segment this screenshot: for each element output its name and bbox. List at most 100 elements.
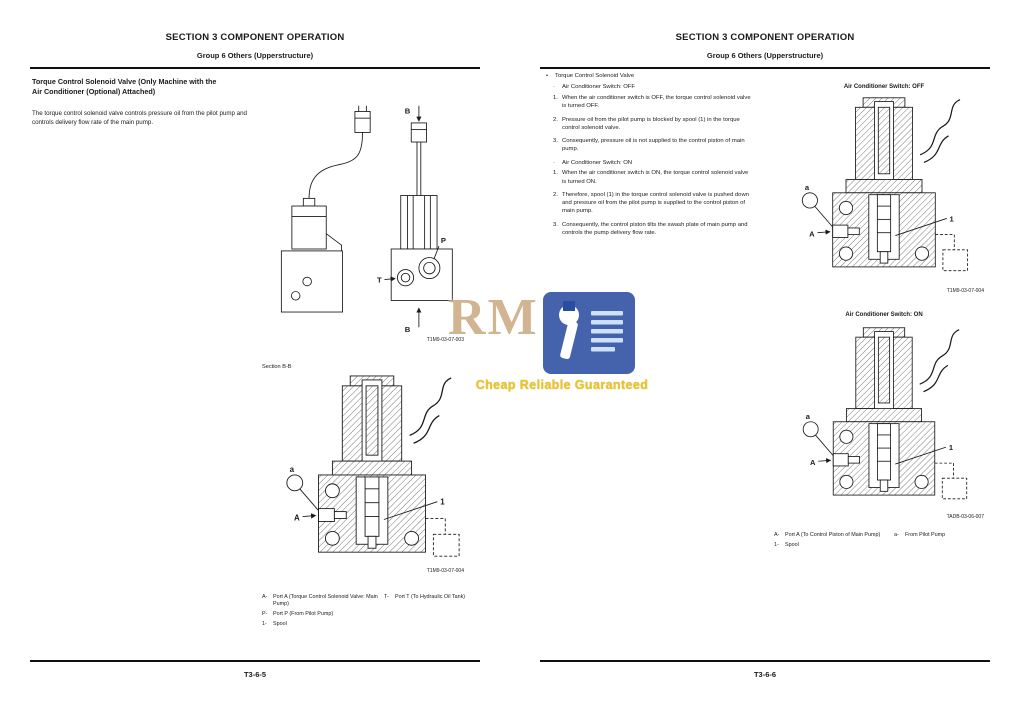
watermark-tagline: Cheap Reliable Guaranteed bbox=[475, 378, 649, 392]
list-item-text: Therefore, spool (1) in the torque contr… bbox=[562, 191, 749, 215]
list-item-number: 1. bbox=[553, 95, 558, 102]
label-section-b-top: B bbox=[405, 106, 411, 115]
legend-key: T- bbox=[384, 594, 389, 600]
legend-text: Spool bbox=[273, 620, 287, 627]
label-port-t: T bbox=[377, 275, 382, 284]
list-item-text: Torque Control Solenoid Valve bbox=[555, 73, 635, 79]
group-subheader: Group 6 Others (Upperstructure) bbox=[706, 51, 824, 60]
header-rule bbox=[540, 67, 990, 69]
label-datum-a: a bbox=[805, 183, 810, 192]
section-header: SECTION 3 COMPONENT OPERATION bbox=[675, 32, 855, 43]
list-item: 1. When the air conditioner switch is OF… bbox=[546, 94, 751, 111]
list-item-text: When the air conditioner switch is OFF, … bbox=[562, 95, 751, 110]
figure-column: Air Conditioner Switch: OFF a A 1 T1M9-0… bbox=[774, 80, 990, 640]
list-item: 2. Pressure oil from the pilot pump is b… bbox=[546, 116, 751, 133]
figure-title-on: Air Conditioner Switch: ON bbox=[845, 312, 923, 318]
figure-caption: T1M9-03-07-003 bbox=[426, 337, 464, 343]
list-item: 3. Consequently, pressure oil is not sup… bbox=[546, 137, 751, 154]
section-header: SECTION 3 COMPONENT OPERATION bbox=[165, 32, 345, 43]
legend-column: T- Port T (To Hydraulic Oil Tank) bbox=[384, 594, 480, 631]
legend-text: Port P (From Pilot Pump) bbox=[273, 611, 334, 618]
list-item-text: Pressure oil from the pilot pump is bloc… bbox=[562, 116, 740, 131]
figure-title-off: Air Conditioner Switch: OFF bbox=[843, 84, 925, 90]
list-item-number: 2. bbox=[553, 191, 558, 198]
legend-key: a- bbox=[894, 532, 899, 538]
legend-column: a- From Pilot Pump bbox=[894, 532, 988, 552]
figure-valve-on: a A 1 bbox=[802, 327, 968, 500]
figure-valve-off: a A 1 bbox=[801, 97, 969, 272]
legend-entry: A- Port A (Torque Control Solenoid Valve… bbox=[262, 594, 384, 609]
watermark-letter-r: R bbox=[448, 289, 486, 346]
list-item-number: 1. bbox=[553, 170, 558, 177]
label-port-p: P bbox=[441, 236, 446, 245]
label-spool-1: 1 bbox=[950, 214, 955, 223]
legend-key: A- bbox=[262, 594, 268, 600]
legend-key: 1- bbox=[262, 620, 267, 627]
page-number: T3-6-5 bbox=[243, 670, 267, 679]
legend-key: 1- bbox=[774, 541, 779, 548]
list-item-text: When the air conditioner switch is ON, t… bbox=[562, 170, 749, 185]
list-item: 1. When the air conditioner switch is ON… bbox=[546, 169, 751, 186]
legend-entry: a- From Pilot Pump bbox=[894, 532, 988, 539]
figure-caption: TADB-03-06-007 bbox=[946, 514, 984, 520]
list-item-text: Air Conditioner Switch: OFF bbox=[562, 84, 636, 91]
list-item-number: 2. bbox=[553, 116, 558, 123]
list-item: · Air Conditioner Switch: ON bbox=[546, 159, 751, 167]
list-item-text: Air Conditioner Switch: ON bbox=[562, 159, 633, 166]
header-rule bbox=[30, 67, 480, 69]
legend-key: A- bbox=[774, 532, 780, 538]
watermark-letter-m: M bbox=[487, 289, 537, 346]
list-item-number: 3. bbox=[553, 221, 558, 228]
manual-page-right: SECTION 3 COMPONENT OPERATION Group 6 Ot… bbox=[540, 24, 990, 700]
legend-text: Port A (Torque Control Solenoid Valve: M… bbox=[273, 594, 378, 608]
group-subheader: Group 6 Others (Upperstructure) bbox=[196, 51, 314, 60]
figure-legend: A- Port A (To Control Piston of Main Pum… bbox=[774, 532, 990, 552]
list-item: 3. Consequently, the control piston tilt… bbox=[546, 221, 751, 238]
legend-entry: 1- Spool bbox=[774, 542, 894, 549]
label-spool-1: 1 bbox=[949, 443, 953, 452]
legend-entry: 1- Spool bbox=[262, 621, 384, 628]
label-section-b-bottom: B bbox=[405, 325, 411, 334]
watermark-logo-box bbox=[542, 292, 635, 374]
footer-rule bbox=[30, 660, 480, 662]
label-port-a: A bbox=[810, 458, 816, 467]
watermark-logo-row: R M bbox=[448, 292, 676, 374]
figure-solenoid-valve-views: B B P T bbox=[280, 105, 453, 334]
figure-section-bb-crosssection: a A 1 bbox=[286, 375, 460, 557]
manual-page-left: SECTION 3 COMPONENT OPERATION Group 6 Ot… bbox=[30, 24, 480, 700]
operation-description-list: • Torque Control Solenoid Valve · Air Co… bbox=[546, 72, 751, 242]
list-item-text: Consequently, the control piston tilts t… bbox=[562, 221, 748, 236]
label-datum-a: a bbox=[290, 465, 295, 474]
legend-entry: P- Port P (From Pilot Pump) bbox=[262, 611, 384, 618]
legend-entry: A- Port A (To Control Piston of Main Pum… bbox=[774, 532, 894, 539]
watermark: R M Cheap Reliable Guaranteed bbox=[448, 292, 676, 393]
legend-text: From Pilot Pump bbox=[905, 532, 946, 538]
list-item: 2. Therefore, spool (1) in the torque co… bbox=[546, 191, 751, 216]
label-port-a: A bbox=[809, 230, 815, 239]
legend-entry: T- Port T (To Hydraulic Oil Tank) bbox=[384, 594, 480, 601]
topic-body-text: The torque control solenoid valve contro… bbox=[32, 110, 247, 126]
legend-text: Spool bbox=[785, 541, 799, 548]
list-item: · Air Conditioner Switch: OFF bbox=[546, 83, 751, 91]
list-item-number: 3. bbox=[553, 138, 558, 145]
figure-caption: T1M9-03-07-004 bbox=[426, 568, 464, 574]
footer-rule bbox=[540, 660, 990, 662]
list-item: • Torque Control Solenoid Valve bbox=[546, 72, 751, 80]
legend-text: Port T (To Hydraulic Oil Tank) bbox=[395, 594, 466, 600]
list-item-text: Consequently, pressure oil is not suppli… bbox=[562, 138, 745, 153]
legend-key: P- bbox=[262, 611, 268, 618]
section-bb-label: Section B-B bbox=[262, 364, 292, 370]
figure-legend: A- Port A (Torque Control Solenoid Valve… bbox=[262, 594, 480, 631]
wrench-icon bbox=[558, 301, 623, 360]
topic-heading: Torque Control Solenoid Valve (Only Mach… bbox=[32, 77, 217, 96]
bullet-glyph: · bbox=[553, 84, 555, 91]
label-port-a: A bbox=[294, 514, 300, 523]
valve-external-drawing bbox=[280, 105, 453, 328]
legend-column: A- Port A (To Control Piston of Main Pum… bbox=[774, 532, 894, 552]
bullet-glyph: • bbox=[546, 73, 549, 79]
bullet-glyph: · bbox=[553, 159, 555, 166]
figure-caption: T1M9-03-07-004 bbox=[946, 288, 984, 294]
label-datum-a: a bbox=[806, 412, 811, 421]
label-spool-1: 1 bbox=[440, 498, 445, 507]
legend-column: A- Port A (Torque Control Solenoid Valve… bbox=[262, 594, 384, 631]
